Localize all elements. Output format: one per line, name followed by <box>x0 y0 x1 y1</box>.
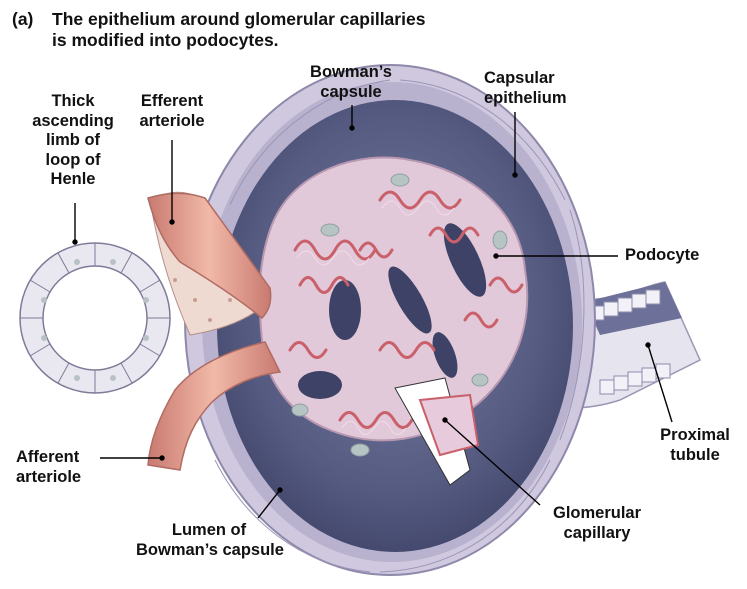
afferent-arteriole <box>147 341 282 471</box>
label-line: Efferent <box>140 92 204 110</box>
glomerular-tuft <box>258 156 529 486</box>
label-glomerular-capillary: Glomerular capillary <box>540 504 654 543</box>
label-line: ascending <box>32 111 114 130</box>
label-line: Lumen of <box>171 521 247 539</box>
label-line: arteriole <box>139 111 205 130</box>
label-line: Capsular <box>484 69 555 87</box>
label-line: Afferent <box>16 448 80 466</box>
label-bowmans-capsule: Bowman’s capsule <box>298 63 404 102</box>
figure-tag: (a) <box>12 9 34 29</box>
label-line: tubule <box>670 445 720 464</box>
figure-title-line1: The epithelium around glomerular capilla… <box>52 9 426 29</box>
label-line: arteriole <box>16 467 82 486</box>
label-line: epithelium <box>484 88 567 107</box>
label-thick-ascending-limb: Thick ascending limb of loop of Henle <box>18 92 128 190</box>
label-capsular-epithelium: Capsular epithelium <box>484 69 594 108</box>
label-line: loop of <box>45 150 101 169</box>
label-line: Proximal <box>660 426 730 444</box>
label-afferent-arteriole: Afferent arteriole <box>16 448 106 487</box>
label-line: Bowman’s <box>310 63 392 81</box>
leader-lines <box>72 105 673 519</box>
label-efferent-arteriole: Efferent arteriole <box>126 92 218 131</box>
label-podocyte: Podocyte <box>625 246 700 264</box>
label-line: limb of <box>45 131 101 149</box>
figure-title-line2: is modified into podocytes. <box>52 30 279 50</box>
label-line: Glomerular <box>552 504 642 522</box>
thick-ascending-limb <box>19 242 171 394</box>
figure-heading: (a) The epithelium around glomerular capi… <box>12 9 425 51</box>
efferent-arteriole <box>147 192 272 320</box>
label-line: Bowman’s capsule <box>136 540 284 559</box>
label-line: capillary <box>563 523 631 542</box>
label-line: capsule <box>320 82 382 101</box>
label-proximal-tubule: Proximal tubule <box>650 426 740 465</box>
label-lumen-of-bowmans-capsule: Lumen of Bowman’s capsule <box>136 521 284 560</box>
label-line: Henle <box>50 170 96 188</box>
label-line: Thick <box>51 92 95 110</box>
